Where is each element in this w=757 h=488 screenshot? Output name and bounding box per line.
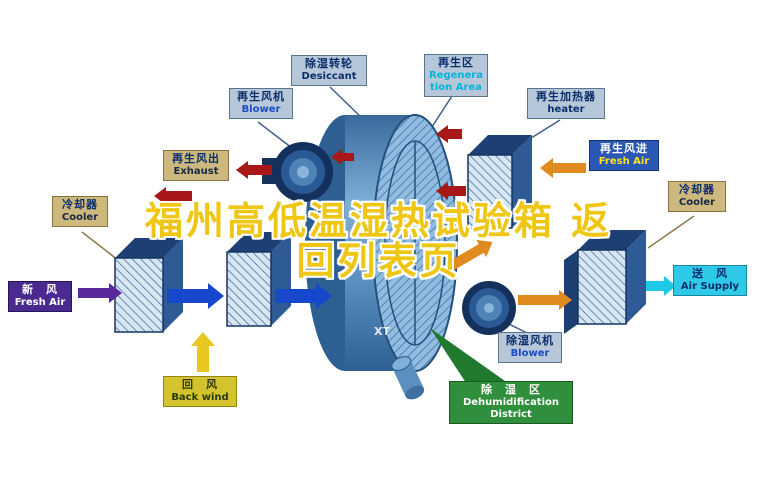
label-fresh-air-in-zh: 新 风 bbox=[22, 283, 58, 296]
label-regen-area: 再生区 Regeneration Area bbox=[424, 54, 488, 97]
label-cooler-left-zh: 冷却器 bbox=[62, 198, 98, 211]
regen-blower-fan bbox=[262, 142, 333, 202]
label-dehum-blower-zh: 除湿风机 bbox=[506, 334, 554, 347]
rotor-to-heater-arrow bbox=[448, 239, 493, 271]
label-regen-heater: 再生加热器 heater bbox=[527, 88, 605, 119]
regen-top-arrow bbox=[436, 125, 462, 143]
label-back-wind-en: Back wind bbox=[171, 391, 229, 403]
cooler-box-right bbox=[564, 230, 646, 334]
label-dehum-district-en: Dehumidification District bbox=[462, 396, 560, 420]
label-regen-blower-en: Blower bbox=[241, 103, 281, 115]
page-title-line2: 回列表页 bbox=[296, 239, 461, 284]
label-regen-blower-zh: 再生风机 bbox=[237, 90, 285, 103]
label-regen-area-zh: 再生区 bbox=[438, 56, 474, 69]
label-desiccant-zh: 除湿转轮 bbox=[305, 57, 353, 70]
small-drum bbox=[391, 356, 425, 400]
back-wind-arrow bbox=[191, 332, 215, 372]
heater-box bbox=[467, 135, 532, 229]
air-supply-arrow bbox=[646, 276, 676, 296]
label-regen-area-en: Regeneration Area bbox=[428, 69, 483, 93]
label-regen-heater-zh: 再生加热器 bbox=[536, 90, 596, 103]
flow-arrows bbox=[78, 125, 676, 392]
label-regen-air-in-zh: 再生风进 bbox=[600, 142, 648, 155]
label-regen-air-in: 再生风进 Fresh Air bbox=[589, 140, 659, 171]
regen-arrow-fan-to-exhaust bbox=[236, 161, 272, 179]
label-back-wind: 回 风 Back wind bbox=[163, 376, 237, 407]
label-exhaust-out: 再生风出 Exhaust bbox=[163, 150, 229, 181]
fan-to-cooler-arrow bbox=[518, 290, 572, 310]
watermark-text: XT bbox=[374, 325, 390, 338]
exhaust-out-arrow bbox=[154, 187, 192, 205]
dehum-blower-fan bbox=[462, 281, 516, 335]
label-back-wind-zh: 回 风 bbox=[182, 378, 218, 391]
label-air-supply-en: Air Supply bbox=[680, 280, 740, 292]
label-cooler-left-en: Cooler bbox=[61, 211, 99, 223]
label-cooler-right-zh: 冷却器 bbox=[679, 183, 715, 196]
dehum-district-pointer bbox=[430, 328, 505, 392]
label-regen-heater-en: heater bbox=[547, 103, 585, 115]
cooler-box-left bbox=[114, 238, 183, 333]
label-regen-blower: 再生风机 Blower bbox=[229, 88, 293, 119]
label-desiccant-en: Desiccant bbox=[301, 70, 357, 82]
cooler-box-center bbox=[226, 232, 291, 327]
label-fresh-air-in: 新 风 Fresh Air bbox=[8, 281, 72, 312]
process-arrow-2 bbox=[275, 283, 332, 309]
connector-lines bbox=[81, 86, 695, 334]
desiccant-rotor: XT bbox=[305, 114, 458, 372]
heater-to-rotor-arrow bbox=[436, 182, 466, 200]
fresh-air-arrow bbox=[78, 283, 122, 303]
label-cooler-right: 冷却器 Cooler bbox=[668, 181, 726, 212]
label-cooler-right-en: Cooler bbox=[678, 196, 716, 208]
label-air-supply: 送 风 Air Supply bbox=[673, 265, 747, 296]
process-arrow-1 bbox=[167, 283, 224, 309]
label-exhaust-out-en: Exhaust bbox=[173, 165, 219, 177]
label-exhaust-out-zh: 再生风出 bbox=[172, 152, 220, 165]
label-air-supply-zh: 送 风 bbox=[692, 267, 728, 280]
label-desiccant: 除湿转轮 Desiccant bbox=[291, 55, 367, 86]
label-dehum-district-zh: 除 湿 区 bbox=[481, 383, 541, 396]
page-title-line1: 福州高低温湿热试验箱 返 bbox=[144, 199, 613, 243]
regen-intake-arrow bbox=[540, 158, 586, 178]
label-dehum-district: 除 湿 区 Dehumidification District bbox=[449, 381, 573, 424]
label-dehum-blower-en: Blower bbox=[510, 347, 550, 359]
page-title: 福州高低温湿热试验箱 返 回列表页 bbox=[0, 201, 757, 282]
label-cooler-left: 冷却器 Cooler bbox=[52, 196, 108, 227]
label-fresh-air-in-en: Fresh Air bbox=[14, 296, 66, 308]
label-dehum-blower: 除湿风机 Blower bbox=[498, 332, 562, 363]
regen-arrow-rotor-to-fan bbox=[331, 149, 354, 165]
label-regen-air-in-en: Fresh Air bbox=[598, 155, 650, 167]
